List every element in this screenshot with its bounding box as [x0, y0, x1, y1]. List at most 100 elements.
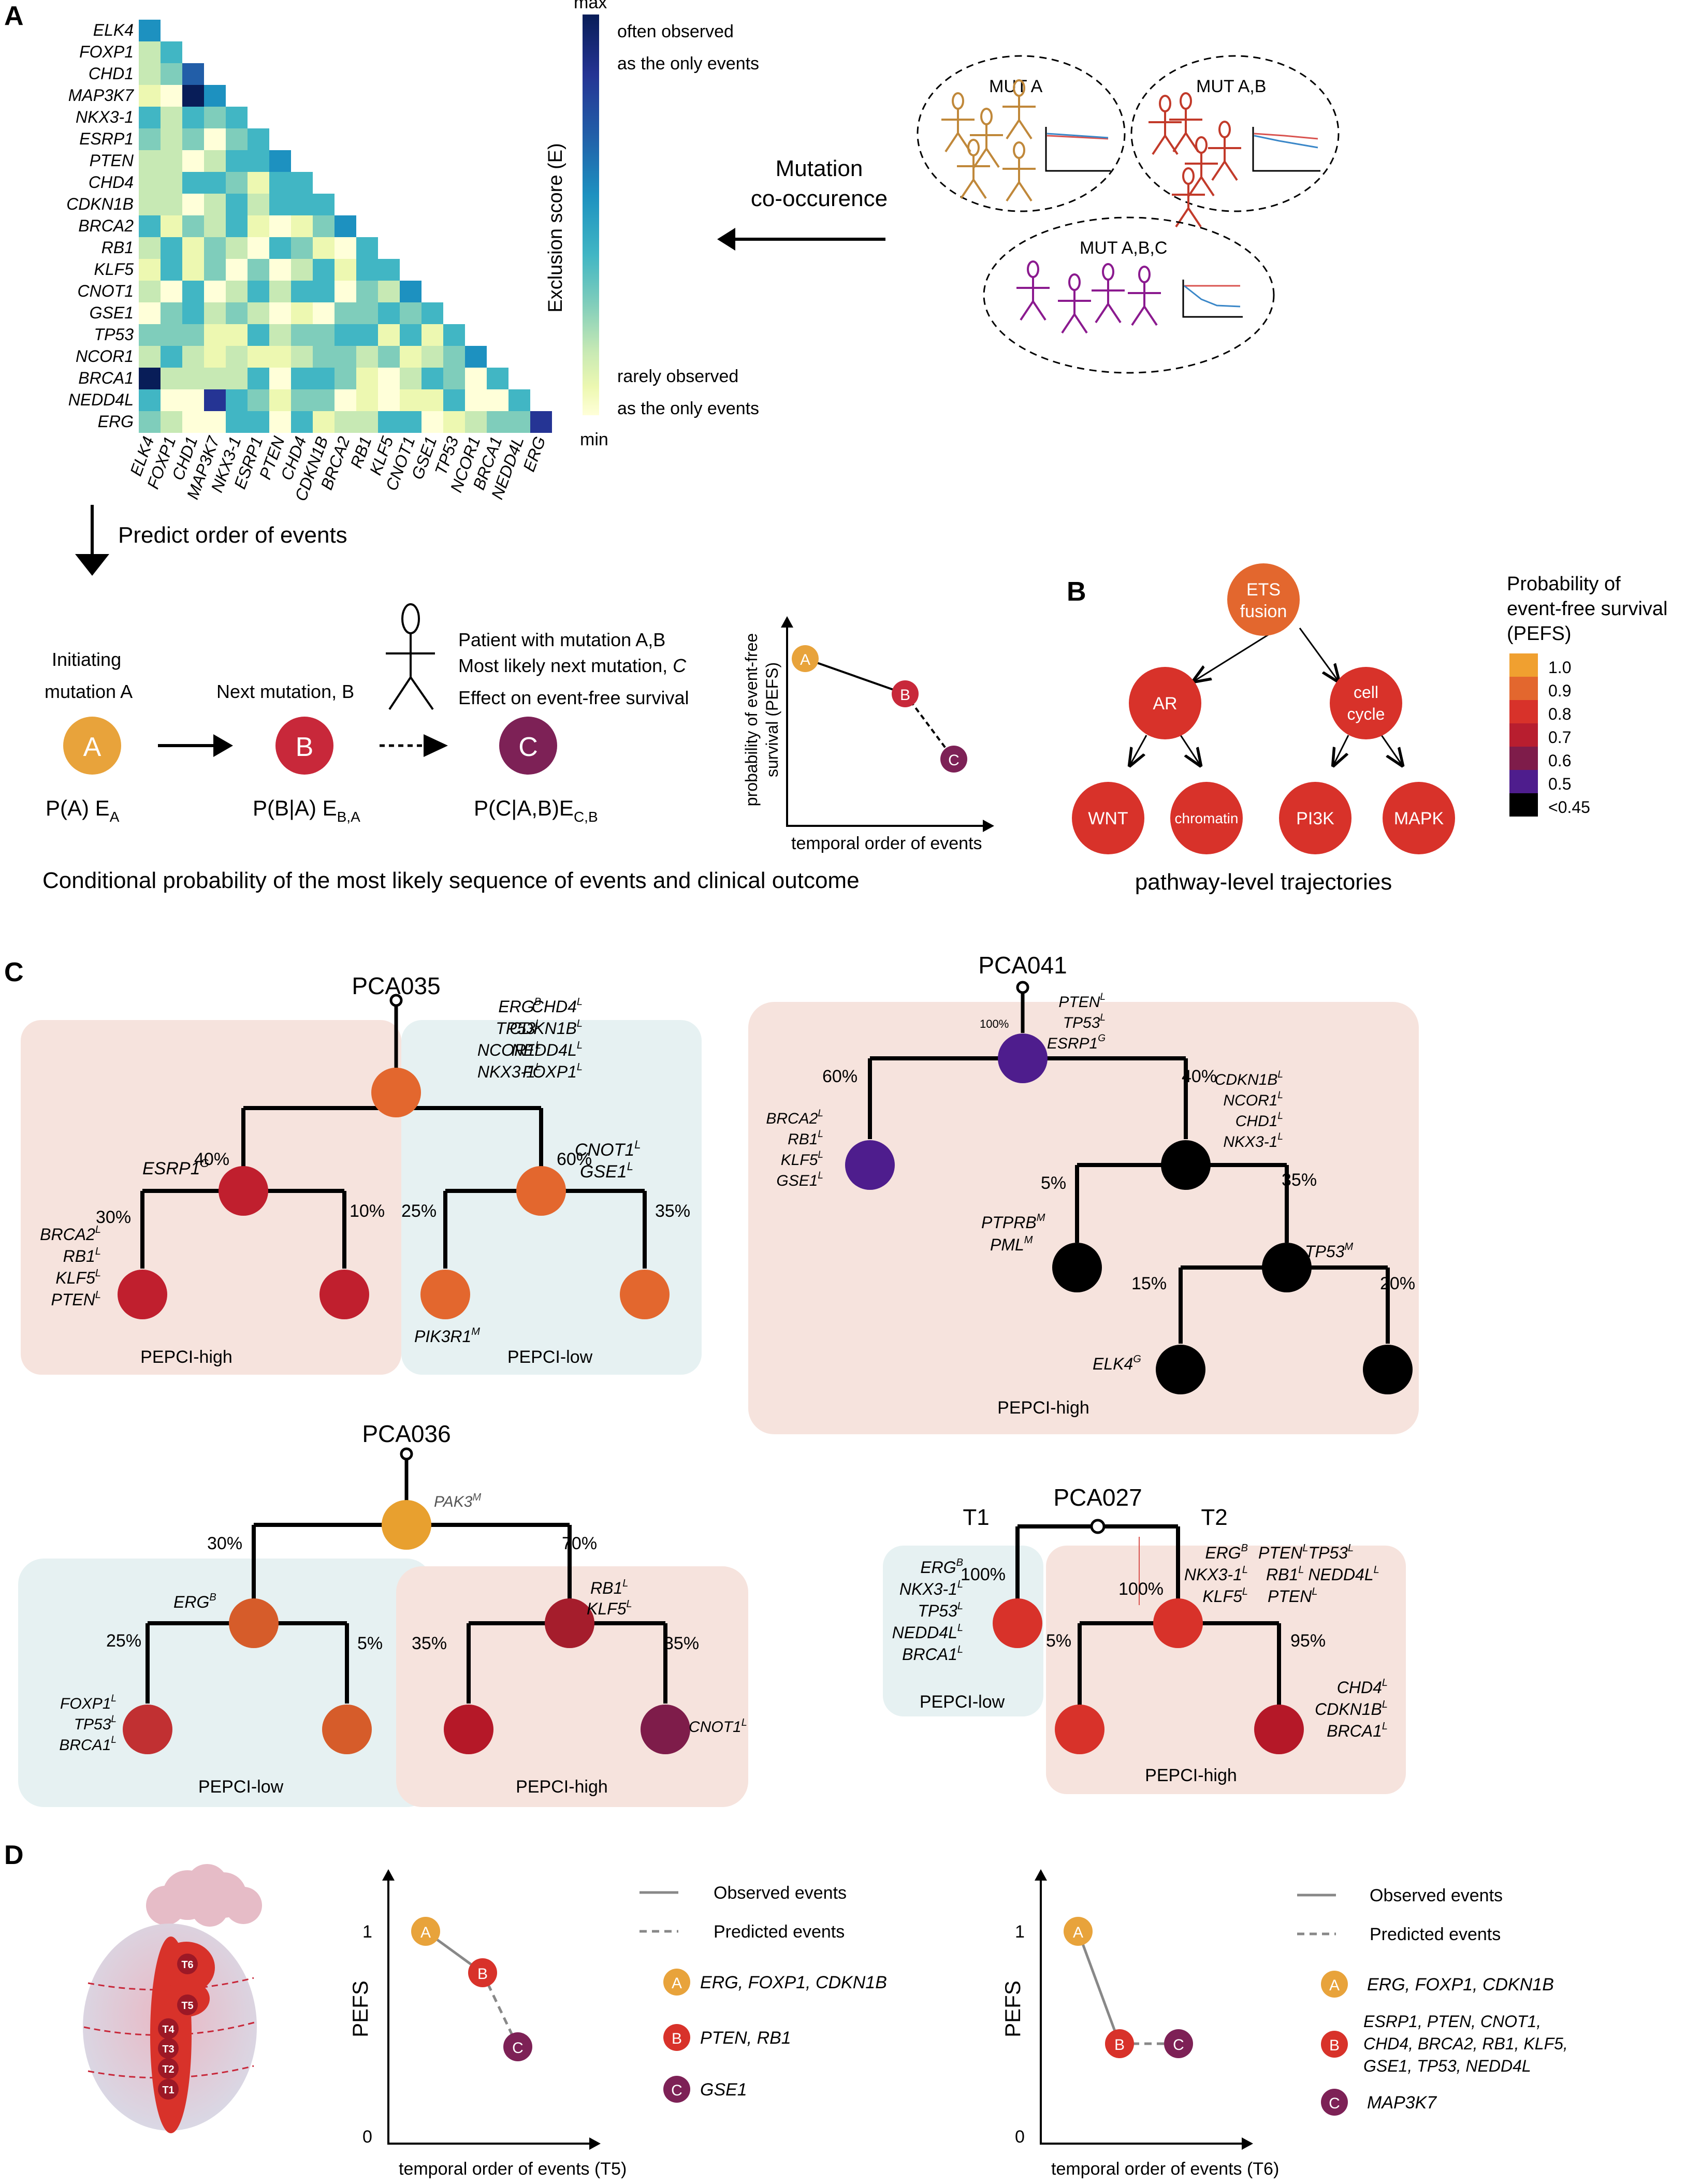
heatmap-cell [356, 237, 378, 259]
heatmap-cell [487, 411, 508, 433]
heatmap-cell [204, 128, 226, 150]
heatmap-cell [161, 128, 182, 150]
heatmap-cell [248, 172, 269, 194]
prostate-sample-label: T6 [181, 1959, 193, 1971]
heatmap-cell [269, 194, 291, 215]
heatmap-cell [226, 128, 248, 150]
heatmap-cell [204, 194, 226, 215]
pca036-rb1: RB1L [590, 1578, 628, 1597]
pefs-legend-swatch [1509, 747, 1538, 770]
heatmap-row-label: BRCA1 [78, 369, 134, 387]
pca035-leaf-2 [319, 1270, 369, 1319]
node-b [275, 717, 333, 775]
heatmap-cell [465, 368, 487, 389]
heatmap-cell [400, 346, 422, 368]
heatmap-cell [161, 194, 182, 215]
heatmap-cell [313, 237, 335, 259]
pca035-cnot1: CNOT1L [575, 1138, 641, 1160]
heatmap-cell [139, 194, 161, 215]
pefs-t6-node-a-label: A [1073, 1924, 1083, 1941]
mutation-label: BRCA2L [766, 1108, 823, 1127]
heatmap-cell [422, 368, 443, 389]
heatmap-cell [508, 389, 530, 411]
heatmap-cell [335, 368, 356, 389]
heatmap-cell [487, 389, 508, 411]
pca027-tree: PCA027 T1 T2 100% 100% 5% 95% PEPCI-low … [883, 1484, 1406, 1794]
pathway-caption: pathway-level trajectories [1135, 869, 1392, 895]
pefs-legend-label: 0.7 [1548, 728, 1571, 747]
heatmap-cell [139, 85, 161, 107]
heatmap-cell [422, 302, 443, 324]
heatmap-cell [139, 215, 161, 237]
pefs-plot-t6: A B C [1035, 1869, 1253, 2150]
heatmap-row-labels: ELK4FOXP1CHD1MAP3K7NKX3-1ESRP1PTENCHD4CD… [66, 21, 134, 431]
pefs-legend-label: <0.45 [1548, 798, 1590, 817]
mutation-label: BRCA1L [1327, 1721, 1388, 1740]
heatmap-cell [161, 368, 182, 389]
heatmap-cell [161, 41, 182, 63]
heatmap-cell [465, 411, 487, 433]
heatmap-cell [161, 150, 182, 172]
mutation-label: NKX3-1L [1184, 1564, 1248, 1584]
heatmap-cell [335, 302, 356, 324]
heatmap-cell [204, 259, 226, 281]
heatmap-cell [161, 172, 182, 194]
heatmap-cell [226, 237, 248, 259]
legend-title-1: Probability of [1507, 573, 1621, 595]
pefs-legend-swatch [1509, 653, 1538, 677]
heatmap-cell [204, 85, 226, 107]
heatmap-cell [356, 259, 378, 281]
heatmap-cell [161, 215, 182, 237]
heatmap-cell [313, 324, 335, 346]
km-plot-ab [1252, 127, 1320, 172]
mini-ylabel-line1: probability of event-free [742, 633, 761, 806]
pca035-leaf-1 [118, 1270, 167, 1319]
pefs-t5-c-text: GSE1 [700, 2080, 747, 2100]
stick-figures-ab [1149, 92, 1241, 228]
mutation-label: CHD4L [532, 996, 583, 1016]
pca041-pepci-high: PEPCI-high [997, 1398, 1089, 1418]
pca036-leaf-2 [322, 1705, 372, 1754]
heatmap-cell [356, 281, 378, 302]
heatmap-cell [313, 194, 335, 215]
heatmap-cell [204, 281, 226, 302]
pefs-legend-label: 0.5 [1548, 775, 1571, 793]
heatmap-cell [139, 411, 161, 433]
heatmap-cell [378, 324, 400, 346]
pefs-t6-observed: Observed events [1370, 1886, 1503, 1905]
heatmap-row-label: KLF5 [94, 260, 134, 279]
heatmap-cell [248, 128, 269, 150]
mutation-label: NKX3-1L [1223, 1131, 1283, 1151]
heatmap-cell [422, 389, 443, 411]
pca027-mutations: ERGBNKX3-1LTP53LNEDD4LLBRCA1LERGBNKX3-1L… [892, 1542, 1388, 1740]
pefs-t5-node-b [468, 1958, 497, 1987]
node-b-label: B [296, 732, 314, 762]
pca035-root-mutations: ERGBTP53LNCOR1LNKX3-1LCHD4LCDKN1BLNEDD4L… [477, 996, 583, 1081]
heatmap-cell [161, 411, 182, 433]
heatmap-cell [182, 302, 204, 324]
heatmap-cell [400, 411, 422, 433]
heatmap-cell [335, 215, 356, 237]
heatmap-cell [335, 281, 356, 302]
ets-label: ETS [1246, 580, 1281, 600]
heatmap-cell [182, 150, 204, 172]
pca027-p95: 95% [1290, 1631, 1326, 1651]
pi3k-node [1279, 782, 1351, 854]
patient-line3: Effect on event-free survival [458, 687, 689, 708]
heatmap-cell [248, 215, 269, 237]
pca036-p25: 25% [106, 1631, 141, 1651]
mini-node-c [940, 746, 967, 773]
pefs-t5-predicted: Predicted events [714, 1922, 845, 1942]
heatmap-cell [313, 389, 335, 411]
pca035-p60: 60% [557, 1149, 592, 1169]
pca041-mutations: PTENLTP53LESRP1GBRCA2LRB1LKLF5LGSE1LCDKN… [766, 992, 1283, 1189]
heatmap-cell [248, 324, 269, 346]
pefs-t5-legend-c-label: C [671, 2082, 682, 2099]
mutation-label: BRCA1L [59, 1735, 117, 1754]
heatmap-row-label: NEDD4L [68, 390, 134, 409]
ets-fusion-node [1227, 563, 1300, 636]
panel-label-a: A [4, 1, 24, 31]
heatmap-cell [161, 85, 182, 107]
heatmap-cell [291, 302, 313, 324]
